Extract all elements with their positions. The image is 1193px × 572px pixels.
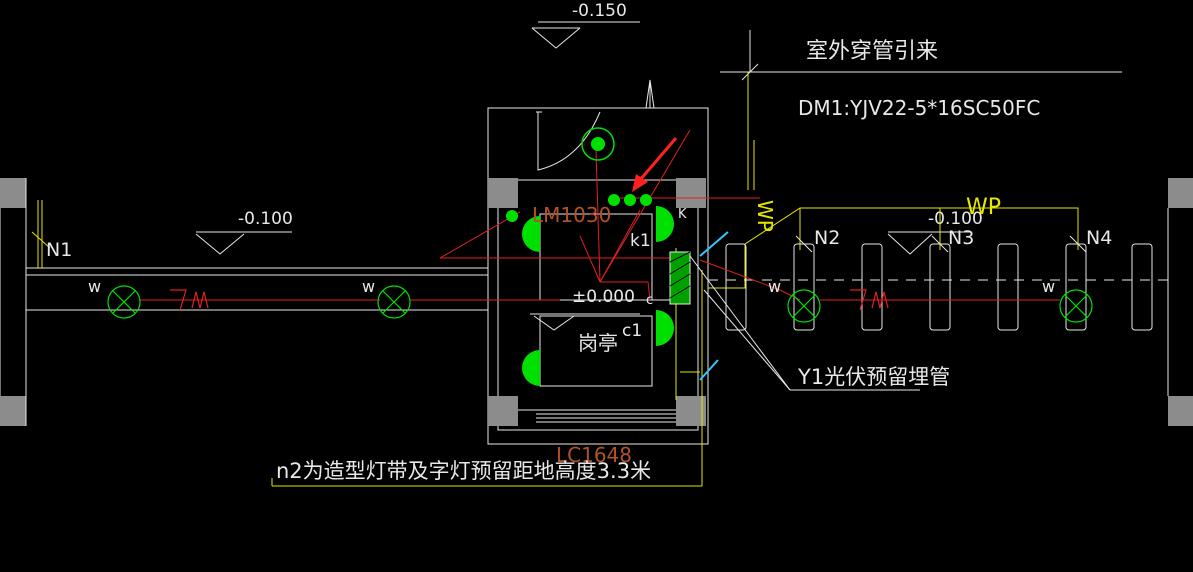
right-wall — [1167, 178, 1193, 426]
booth-columns — [488, 178, 706, 426]
n4-label: N4 — [1086, 227, 1112, 249]
switch-k1-label: k1 — [630, 231, 651, 251]
elevation-zero-marker: ±0.000 — [530, 287, 640, 331]
switch-c1-label: c1 — [622, 321, 642, 341]
n3-label: N3 — [948, 227, 974, 249]
cable-spec-label: DM1:YJV22-5*16SC50FC — [798, 96, 1040, 120]
cyan-markers — [699, 231, 729, 381]
street-lamp-2[interactable] — [377, 285, 411, 319]
ceiling-lamp[interactable] — [581, 127, 615, 161]
lamp-4-label: w — [1042, 277, 1055, 296]
lamp-1-label: w — [88, 277, 101, 296]
wp-vertical-label: WP — [753, 200, 777, 232]
elevation-marker-left: -0.100 — [195, 209, 293, 255]
photovoltaic-label: Y1光伏预留埋管 — [797, 365, 950, 389]
street-lamp-1[interactable] — [107, 285, 141, 319]
photovoltaic-leader — [689, 255, 920, 391]
n2-label: N2 — [814, 227, 840, 249]
left-wall — [0, 178, 27, 426]
distribution-box[interactable] — [669, 251, 691, 305]
elevation-marker-right: -0.100 — [887, 209, 983, 255]
elevation-top-label: -0.150 — [572, 1, 627, 21]
n1-marker — [31, 200, 51, 268]
n1-label: N1 — [46, 239, 72, 261]
cable-source-leader — [720, 30, 1122, 81]
cable-source-label: 室外穿管引来 — [806, 39, 938, 64]
street-lamp-3[interactable] — [787, 289, 821, 323]
door-label: LM1030 — [532, 203, 611, 227]
column-left-top — [0, 178, 26, 208]
left-road — [26, 267, 488, 311]
guard-booth — [487, 79, 709, 445]
red-pointer-arrow — [632, 137, 678, 192]
column-right-top — [1168, 178, 1193, 208]
booth-label: 岗亭 — [578, 331, 618, 355]
elevation-marker-top: -0.150 — [531, 1, 640, 49]
street-lamp-4[interactable] — [1059, 289, 1093, 323]
switch-c-mark: c — [646, 293, 653, 308]
wire-symbol-left — [170, 289, 209, 311]
wire-symbol-right — [850, 289, 889, 311]
elevation-left-label: -0.100 — [238, 209, 293, 229]
switch-k-mark: K — [678, 207, 687, 222]
window-label: LC1648 — [556, 443, 632, 467]
lamp-3-label: w — [768, 277, 781, 296]
right-planters — [708, 243, 1168, 331]
elevation-zero-label: ±0.000 — [572, 287, 635, 307]
lamp-dots[interactable] — [506, 194, 652, 222]
column-right-bottom — [1168, 396, 1193, 426]
elevation-right-label: -0.100 — [928, 209, 983, 229]
lamp-2-label: w — [362, 277, 375, 296]
wp-main-label: WP — [966, 195, 1001, 220]
column-left-bottom — [0, 396, 26, 426]
wall-lamps[interactable] — [522, 206, 674, 386]
red-wiring — [140, 129, 1060, 301]
note-label: n2为造型灯带及字灯预留距地高度3.3米 — [276, 459, 651, 483]
